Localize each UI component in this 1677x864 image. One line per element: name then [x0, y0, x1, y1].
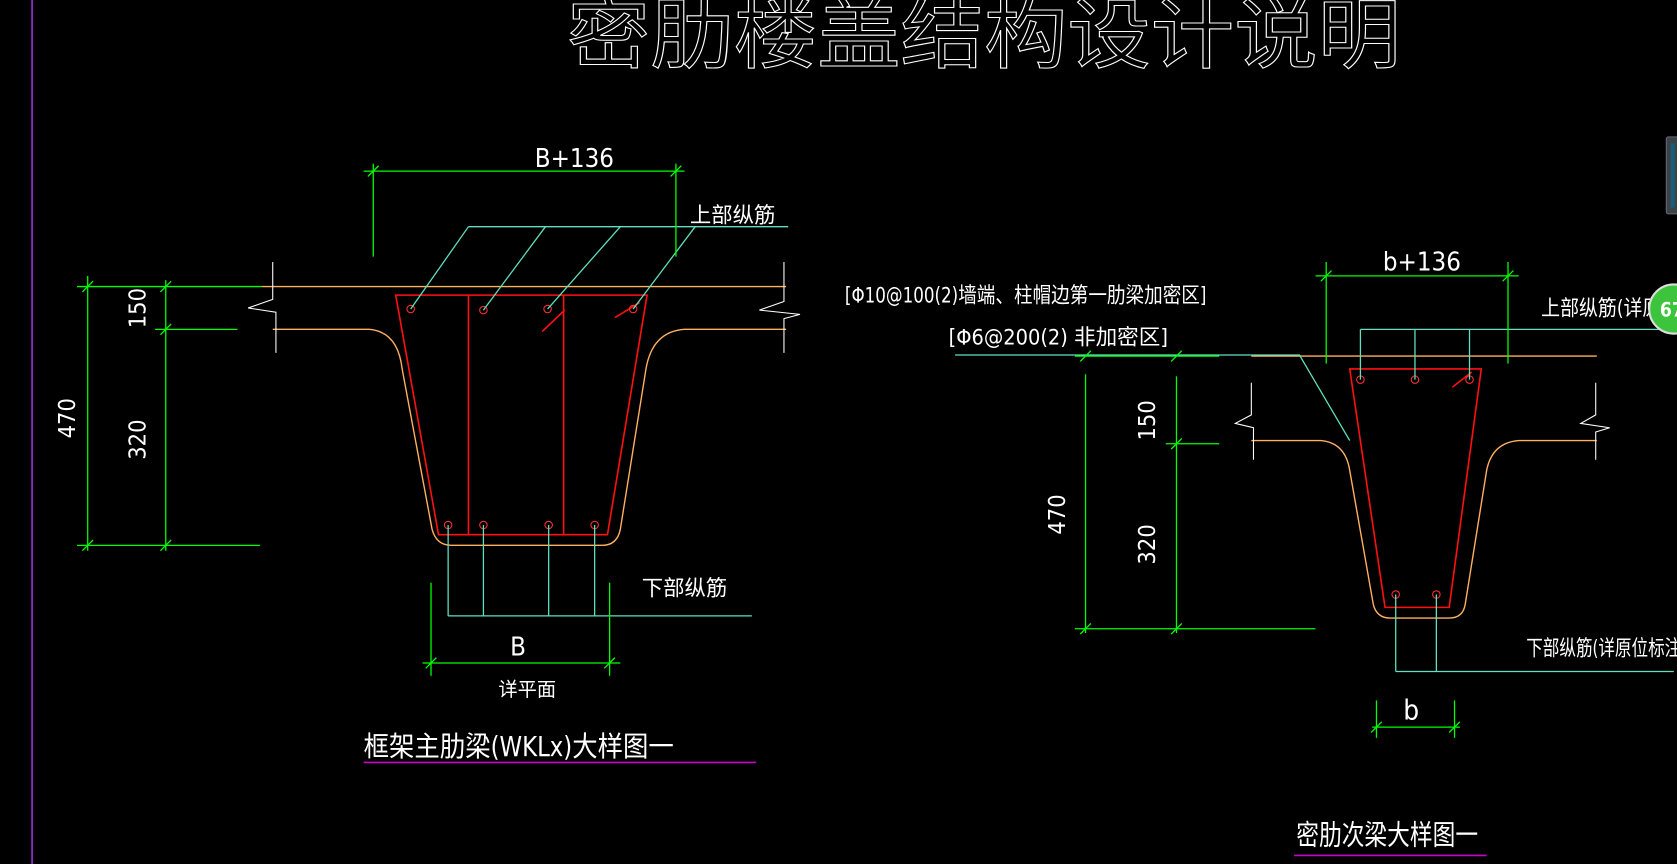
main-beam-detail: B+136 上部纵筋 下部纵筋 470 150 320 B 详平面 框架主肋梁(…: [53, 144, 801, 764]
main-beam-bottom-rebar-label: 下部纵筋: [642, 577, 728, 602]
main-beam-dimensions: [77, 163, 685, 676]
main-beam-dim-total: 470: [53, 398, 81, 438]
main-beam-top-rebar-label: 上部纵筋: [690, 203, 776, 228]
floating-badge-value: 67: [1660, 299, 1677, 322]
main-beam-dim-note: 详平面: [498, 678, 556, 701]
main-beam-dim-top: B+136: [535, 144, 614, 174]
secondary-beam-detail: [Φ10@100(2)墙端、柱帽边第一肋梁加密区] [Φ6@200(2) 非加密…: [845, 248, 1677, 857]
secondary-beam-dim-top: b+136: [1383, 248, 1461, 278]
side-meter-widget[interactable]: [1665, 136, 1677, 215]
main-beam-rebar-dots: [406, 304, 638, 530]
secondary-beam-dim-total: 470: [1043, 494, 1071, 534]
secondary-beam-leaders: [955, 328, 1677, 673]
main-beam-stirrup: [394, 294, 649, 536]
main-beam-dim-slab: 150: [123, 288, 151, 328]
secondary-beam-bottom-rebar-label: 下部纵筋(详原位标注: [1526, 636, 1677, 661]
stirrup-normal-zone-note: [Φ6@200(2) 非加密区]: [949, 325, 1168, 350]
main-beam-leaders: [410, 226, 789, 617]
floating-badge[interactable]: 67: [1648, 283, 1677, 335]
main-beam-dim-web: 320: [123, 419, 151, 459]
main-beam-concrete-outline: [247, 261, 801, 547]
main-beam-caption: 框架主肋梁(WKLx)大样图一: [364, 730, 674, 763]
secondary-beam-dim-bottom: b: [1403, 694, 1419, 727]
secondary-beam-dim-slab: 150: [1133, 400, 1161, 440]
secondary-beam-rebar-dots: [1356, 375, 1474, 599]
secondary-beam-stirrup: [1348, 368, 1483, 609]
main-beam-dim-bottom: B: [510, 632, 526, 662]
stirrup-dense-zone-note: [Φ10@100(2)墙端、柱帽边第一肋梁加密区]: [845, 284, 1206, 309]
secondary-beam-dim-web: 320: [1133, 524, 1161, 564]
secondary-beam-concrete-outline: [1233, 355, 1610, 619]
secondary-beam-caption: 密肋次梁大样图一: [1296, 819, 1478, 852]
drawing-title: 密肋楼盖结构设计说明: [567, 0, 1401, 81]
secondary-beam-dimensions: [1074, 261, 1519, 738]
